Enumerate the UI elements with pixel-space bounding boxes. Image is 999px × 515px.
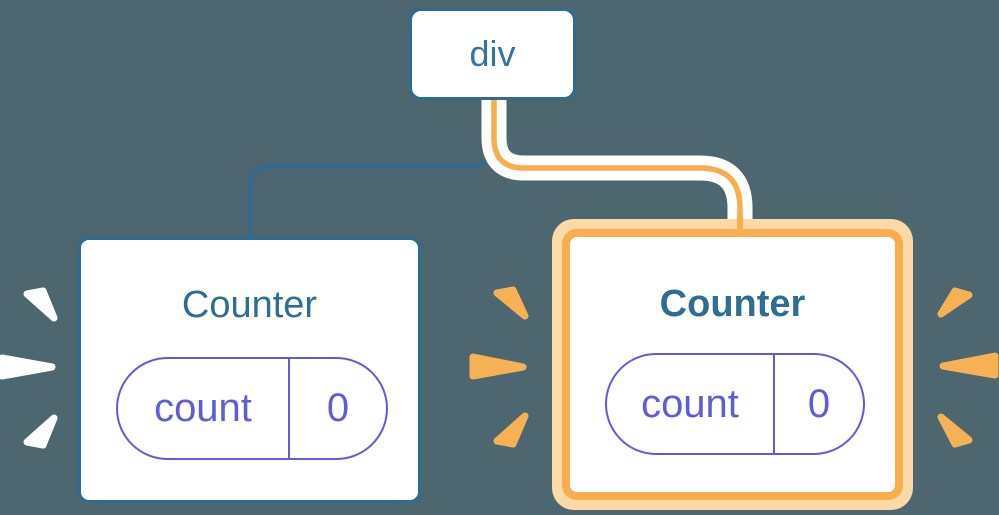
burst-ray xyxy=(937,413,973,448)
burst-ray xyxy=(469,353,527,380)
state-pill: count 0 xyxy=(116,357,388,460)
tree-node-counter-left: Counter count 0 xyxy=(78,237,421,503)
counter-title: Counter xyxy=(659,283,806,325)
state-key: count xyxy=(118,359,290,458)
edge-div-to-right-counter-highlight xyxy=(491,96,743,234)
burst-ray xyxy=(0,354,56,380)
state-value: 0 xyxy=(807,381,831,426)
burst-ray xyxy=(493,412,529,448)
state-key: count xyxy=(607,355,775,453)
burst-ray xyxy=(937,287,973,318)
burst-ray xyxy=(23,287,58,322)
burst-rays-icon-orange-left xyxy=(469,286,529,448)
edge-highlight-stub xyxy=(737,215,743,231)
burst-ray xyxy=(493,286,529,320)
edge-div-to-left-counter xyxy=(248,100,492,240)
tree-node-counter-right-highlighted: Counter count 0 xyxy=(552,219,913,510)
node-label: div xyxy=(469,33,516,74)
tree-node-div: div xyxy=(409,8,576,100)
state-pill: count 0 xyxy=(605,353,865,455)
burst-ray xyxy=(23,414,58,449)
counter-title: Counter xyxy=(181,284,318,326)
burst-rays-icon-white xyxy=(0,287,58,449)
burst-rays-icon-orange-right xyxy=(937,287,999,448)
edge-div-to-right-counter-casing xyxy=(481,96,753,222)
state-value: 0 xyxy=(326,386,350,430)
burst-ray xyxy=(939,352,999,379)
